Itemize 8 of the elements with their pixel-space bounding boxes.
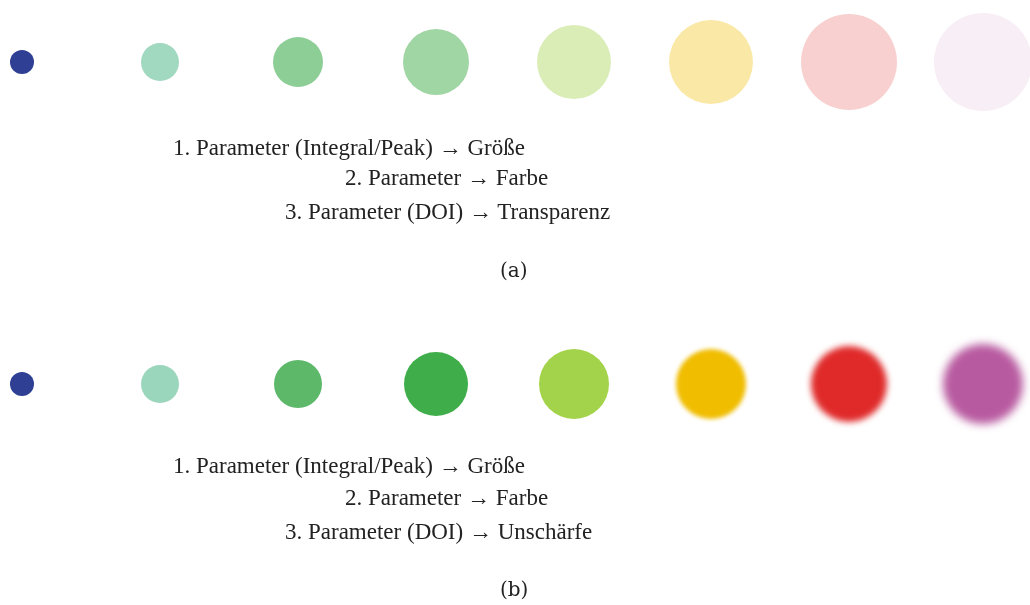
mapping-text: 2. Parameter → Farbe	[345, 164, 549, 192]
mapping-text: 3. Parameter (DOI) → Transparenz	[285, 198, 611, 226]
panel-caption: (b)	[500, 576, 529, 603]
mapping-text: 2. Parameter → Farbe	[345, 484, 549, 512]
mapping-text: 1. Parameter (Integral/Peak) → Größe	[173, 452, 525, 480]
panel-caption: (a)	[500, 257, 528, 284]
mapping-text: 1. Parameter (Integral/Peak) → Größe	[173, 134, 525, 162]
mapping-text: 3. Parameter (DOI) → Unschärfe	[285, 518, 593, 546]
